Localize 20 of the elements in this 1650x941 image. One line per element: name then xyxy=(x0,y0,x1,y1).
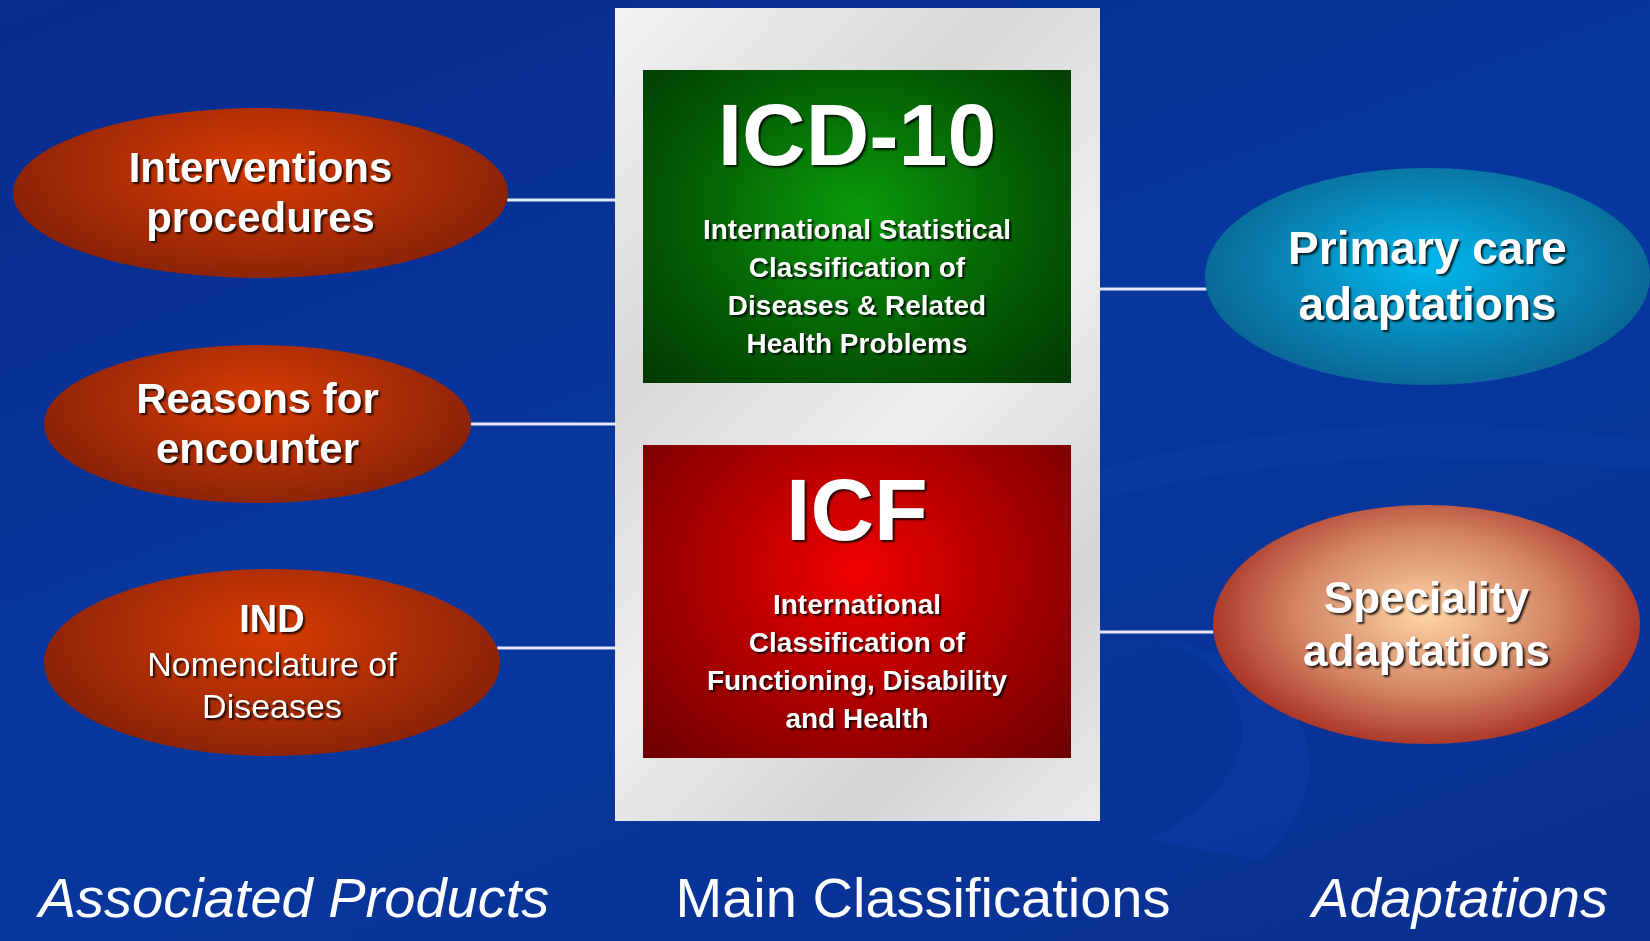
classification-title: ICD-10 xyxy=(717,90,997,179)
classification-description: International Classification of Functioning, Disability and Health xyxy=(705,587,1009,736)
marble-panel xyxy=(615,8,1100,821)
connector-line xyxy=(497,646,615,650)
column-heading: Associated Products xyxy=(35,870,551,926)
ellipse-subtitle: Nomenclature of Diseases xyxy=(146,643,398,728)
ellipse-label: Primary care adaptations xyxy=(1287,221,1568,332)
connector-line xyxy=(1100,287,1207,291)
ellipse-label: Reasons for encounter xyxy=(135,373,380,474)
classification-box xyxy=(643,445,1071,758)
connector-line xyxy=(1100,630,1214,634)
ellipse-label: Interventions procedures xyxy=(127,142,394,243)
ellipse-label: IND xyxy=(239,597,305,643)
ellipse-label: Speciality adaptations xyxy=(1302,571,1551,677)
column-heading: Main Classifications xyxy=(674,870,1172,926)
classification-box xyxy=(643,70,1071,383)
classification-description: International Statistical Classification of Diseases & Related Health Problems xyxy=(701,212,1013,361)
connector-line xyxy=(507,198,615,202)
connector-line xyxy=(471,422,615,426)
classification-title: ICF xyxy=(786,465,928,554)
